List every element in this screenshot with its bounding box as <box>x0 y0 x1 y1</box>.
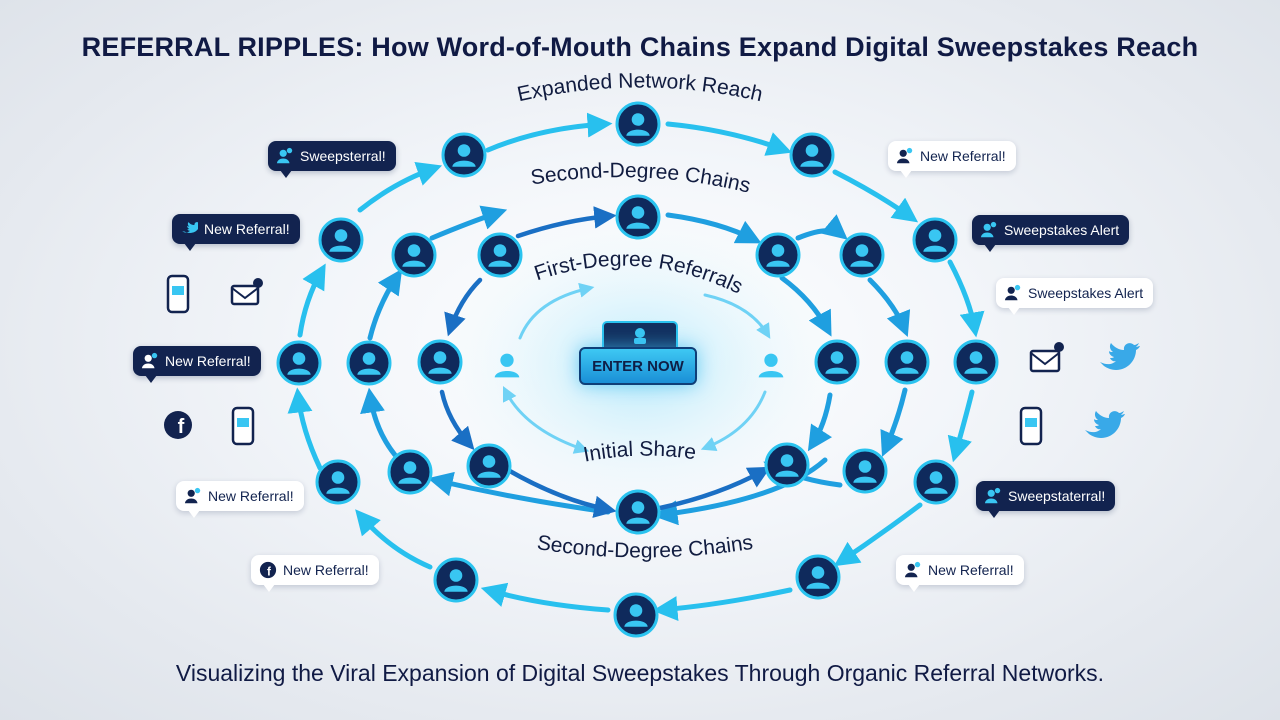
page-subtitle: Visualizing the Viral Expansion of Digit… <box>175 660 1105 686</box>
node-outer-5 <box>912 217 958 263</box>
notification-bubble: Sweepsterral! <box>268 141 396 178</box>
node-outer-12 <box>613 592 659 638</box>
ring-label-second-bottom: Second-Degree Chains <box>535 531 754 563</box>
bubble-text: Sweepstaterral! <box>1008 488 1106 504</box>
facebook-icon: f <box>164 411 192 439</box>
bubble-text: New Referral! <box>920 148 1006 164</box>
person-icon <box>1004 284 1021 301</box>
envelope-icon-right <box>1029 342 1064 373</box>
person-icon <box>276 147 293 164</box>
notification-bubble: New Referral! <box>133 346 261 383</box>
node-second-7 <box>842 448 888 494</box>
node-outer-10 <box>433 557 479 603</box>
node-inner-2 <box>755 232 801 278</box>
bubble-text: New Referral! <box>165 353 251 369</box>
person-icon <box>980 221 997 238</box>
twitter-icon-2 <box>1085 411 1125 438</box>
facebook-icon: f <box>259 561 277 578</box>
node-inner-5 <box>466 443 512 489</box>
second-ring-arrows <box>360 205 911 526</box>
page-title: REFERRAL RIPPLES: How Word-of-Mouth Chai… <box>81 32 1199 62</box>
person-icon <box>896 147 913 164</box>
person-icon <box>184 487 201 504</box>
node-second-8 <box>615 489 661 535</box>
notification-bubble: New Referral! <box>176 481 304 518</box>
person-icon <box>141 352 158 369</box>
node-inner-1 <box>477 232 523 278</box>
twitter-icon <box>1100 343 1140 370</box>
ring-label-second-top: Second-Degree Chains <box>529 159 753 198</box>
node-inner-4 <box>814 339 860 385</box>
enter-now-button[interactable]: ENTER NOW <box>579 347 697 385</box>
nodes <box>276 101 999 638</box>
outer-ring-arrows <box>287 112 985 622</box>
node-second-3 <box>839 232 885 278</box>
twitter-icon <box>182 222 198 233</box>
bubble-text: New Referral! <box>928 562 1014 578</box>
svg-text:f: f <box>178 416 185 438</box>
node-outer-11 <box>795 554 841 600</box>
node-outer-7 <box>953 339 999 385</box>
node-outer-9 <box>913 459 959 505</box>
phone-mail-icon <box>166 274 190 314</box>
inner-ring-arrows <box>439 206 771 518</box>
node-second-6 <box>387 449 433 495</box>
node-outer-2 <box>441 132 487 178</box>
node-outer-3 <box>789 132 835 178</box>
node-second-2 <box>391 232 437 278</box>
node-outer-8 <box>315 459 361 505</box>
node-second-5 <box>884 339 930 385</box>
node-inner-3 <box>417 339 463 385</box>
node-inner-6 <box>764 442 810 488</box>
phone-mail-icon-right <box>1019 406 1043 446</box>
svg-text:f: f <box>267 565 271 578</box>
person-icon <box>984 487 1001 504</box>
notification-bubble: New Referral! <box>888 141 1016 178</box>
node-outer-1 <box>615 101 661 147</box>
node-second-4 <box>346 340 392 386</box>
node-outer-4 <box>318 217 364 263</box>
node-second-1 <box>615 194 661 240</box>
ring-label-outer: Expanded Network Reach <box>515 69 765 106</box>
bubble-text: New Referral! <box>208 488 294 504</box>
notification-bubble: Sweepstakes Alert <box>996 278 1154 315</box>
bubble-text: Sweepsterral! <box>300 148 386 164</box>
phone-mail-icon-2 <box>231 406 255 446</box>
core-arrows <box>502 282 771 454</box>
bubble-text: New Referral! <box>204 221 290 237</box>
person-icon <box>904 561 921 578</box>
node-outer-6 <box>276 340 322 386</box>
notification-bubble: New Referral! <box>896 555 1024 592</box>
bubble-text: Sweepstakes Alert <box>1004 222 1120 238</box>
notification-bubble: New Referral! <box>172 214 300 251</box>
bubble-text: Sweepstakes Alert <box>1028 285 1144 301</box>
bubble-text: New Referral! <box>283 562 369 578</box>
envelope-icon <box>230 278 263 306</box>
notification-bubble: Sweepstaterral! <box>976 481 1116 518</box>
notification-bubble: Sweepstakes Alert <box>972 215 1130 252</box>
notification-bubble: f New Referral! <box>251 555 379 592</box>
